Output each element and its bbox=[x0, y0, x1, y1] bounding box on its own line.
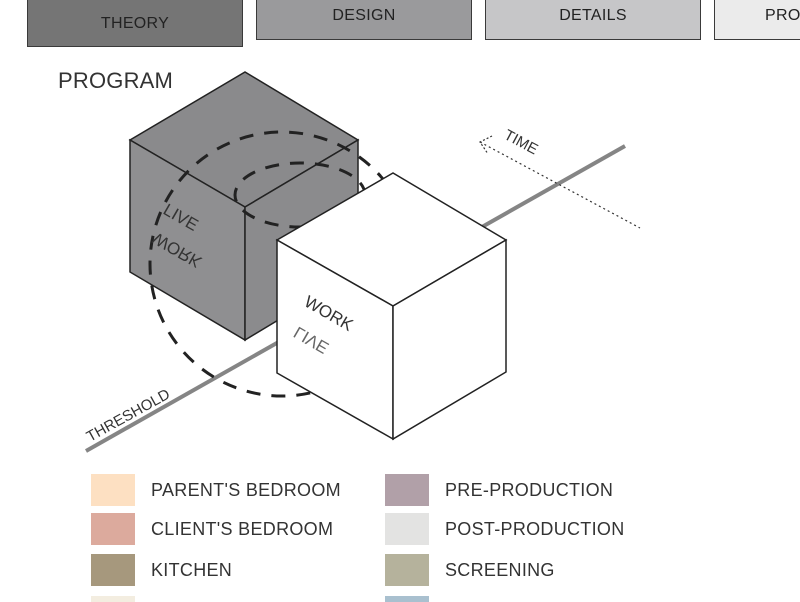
tab-label: PRO bbox=[765, 7, 800, 24]
tab-pro[interactable]: PRO bbox=[714, 0, 800, 40]
legend-swatch-partial bbox=[385, 596, 429, 602]
light-cube-right bbox=[392, 238, 507, 441]
legend-item: POST-PRODUCTION bbox=[385, 513, 625, 545]
legend-swatch bbox=[385, 513, 429, 545]
legend-label: PRE-PRODUCTION bbox=[445, 479, 614, 500]
legend-swatch bbox=[91, 474, 135, 506]
legend-item: PARENT'S BEDROOM bbox=[91, 474, 341, 506]
tab-details[interactable]: DETAILS bbox=[485, 0, 701, 40]
time-axis-line bbox=[479, 141, 641, 229]
legend-swatch bbox=[91, 513, 135, 545]
legend-label: POST-PRODUCTION bbox=[445, 518, 625, 539]
light-cube bbox=[275, 172, 508, 441]
legend-item: PRE-PRODUCTION bbox=[385, 474, 613, 506]
time-label: TIME bbox=[501, 127, 541, 159]
tab-theory[interactable]: THEORY bbox=[27, 0, 243, 47]
legend-item: KITCHEN bbox=[91, 554, 232, 586]
tab-label: THEORY bbox=[100, 14, 170, 32]
legend-label: CLIENT'S BEDROOM bbox=[151, 518, 334, 539]
legend-swatch bbox=[385, 554, 429, 586]
tab-design[interactable]: DESIGN bbox=[256, 0, 472, 40]
legend-label: SCREENING bbox=[445, 559, 555, 580]
page-title: PROGRAM bbox=[58, 68, 174, 93]
tab-label: DESIGN bbox=[332, 7, 396, 24]
time-arrow-icon bbox=[479, 135, 493, 155]
threshold-label: THRESHOLD bbox=[84, 386, 173, 446]
tab-label: DETAILS bbox=[559, 7, 627, 24]
legend-swatch bbox=[91, 554, 135, 586]
legend-swatch bbox=[385, 474, 429, 506]
legend-label: KITCHEN bbox=[151, 559, 233, 580]
legend-label: PARENT'S BEDROOM bbox=[151, 479, 341, 500]
legend-item: CLIENT'S BEDROOM bbox=[91, 513, 333, 545]
legend-swatch-partial bbox=[91, 596, 135, 602]
legend-item: SCREENING bbox=[385, 554, 555, 586]
